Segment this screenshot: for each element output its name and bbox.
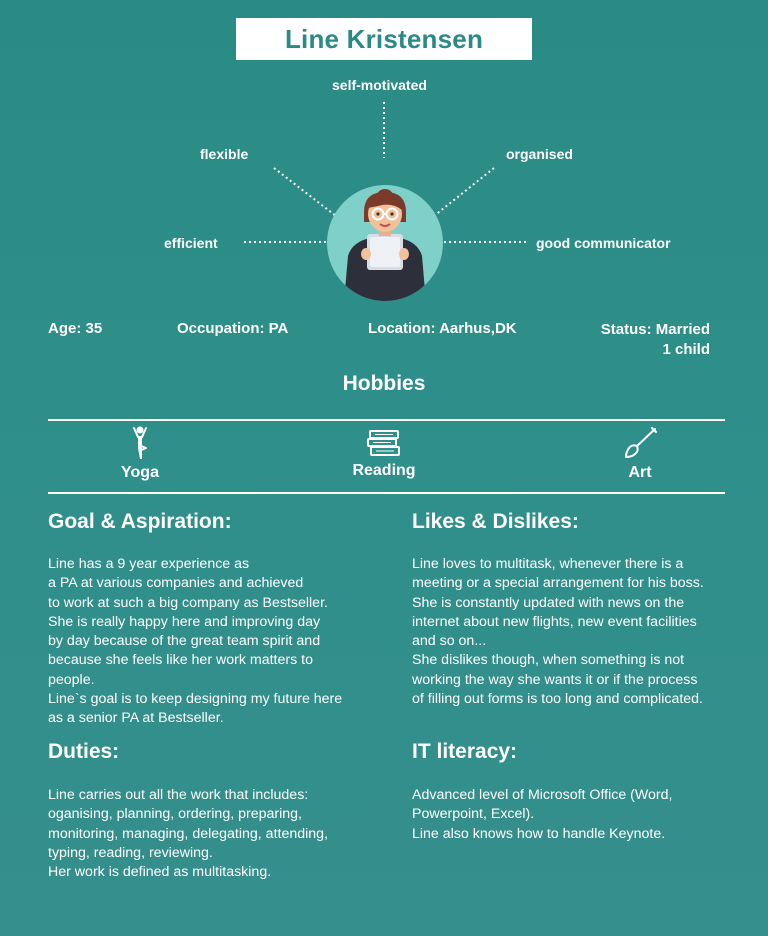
books-icon xyxy=(367,430,400,456)
goal-line: because she feels like her work matters … xyxy=(48,652,313,669)
info-occupation: Occupation: PA xyxy=(177,320,289,337)
trait-connectors xyxy=(244,102,526,243)
goal-text: Line has a 9 year experience as a PA at … xyxy=(48,555,342,729)
info-status-line2: 1 child xyxy=(662,341,710,358)
likes-text: Line loves to multitask, whenever there … xyxy=(412,555,704,709)
hobby-art: Art xyxy=(560,426,720,482)
goal-heading: Goal & Aspiration: xyxy=(48,510,232,533)
duties-line: Her work is defined as multitasking. xyxy=(48,864,272,881)
info-age: Age: 35 xyxy=(48,320,103,337)
hobby-label-reading: Reading xyxy=(352,462,416,479)
trait-upper-right: organised xyxy=(506,146,573,162)
likes-line: of filling out forms is too long and com… xyxy=(412,691,703,708)
duties-line: typing, reading, reviewing. xyxy=(48,844,213,861)
connector-upper-left xyxy=(273,167,337,217)
likes-line: She is constantly updated with news on t… xyxy=(412,594,685,611)
duties-line: oganising, planning, ordering, preparing… xyxy=(48,806,302,823)
likes-line: and so on... xyxy=(412,633,487,650)
hobbies-title: Hobbies xyxy=(342,372,426,395)
avatar xyxy=(326,184,444,302)
yoga-icon xyxy=(133,426,147,459)
hobby-label-art: Art xyxy=(628,464,652,481)
goal-line: by day because of the great team spirit … xyxy=(48,633,321,650)
trait-upper-left: flexible xyxy=(200,146,249,162)
hobby-label-yoga: Yoga xyxy=(121,464,159,481)
divider-bottom xyxy=(48,492,725,494)
it-line: Advanced level of Microsoft Office (Word… xyxy=(412,787,673,803)
goal-line: She is really happy here and improving d… xyxy=(48,613,321,630)
likes-heading: Likes & Dislikes: xyxy=(412,510,579,533)
likes-line: She dislikes though, when something is n… xyxy=(412,652,685,669)
goal-line: a PA at various companies and achieved xyxy=(48,575,304,592)
goal-line: as a senior PA at Bestseller. xyxy=(48,710,224,727)
persona-name: Line Kristensen xyxy=(284,23,484,54)
trait-left: efficient xyxy=(164,235,218,251)
divider-top xyxy=(48,419,725,421)
info-location: Location: Aarhus,DK xyxy=(368,320,517,337)
hobby-reading: Reading xyxy=(304,428,464,480)
it-line: Powerpoint, Excel). xyxy=(412,806,535,823)
paintbrush-icon xyxy=(625,427,657,458)
goal-line: to work at such a big company as Bestsel… xyxy=(48,594,328,611)
trait-top: self-motivated xyxy=(332,77,427,93)
likes-line: working the way she wants it or if the p… xyxy=(412,671,698,688)
goal-line: Line has a 9 year experience as xyxy=(48,556,250,572)
it-text: Advanced level of Microsoft Office (Word… xyxy=(412,786,672,844)
info-status-line1: Status: Married xyxy=(600,321,710,338)
goal-line: people. xyxy=(48,671,95,688)
trait-right: good communicator xyxy=(536,235,671,251)
likes-line: Line loves to multitask, whenever there … xyxy=(412,556,684,572)
it-heading: IT literacy: xyxy=(412,740,518,763)
info-status: Status: Married 1 child xyxy=(560,320,710,360)
goal-line: Line`s goal is to keep designing my futu… xyxy=(48,691,343,708)
duties-line: monitoring, managing, delegating, attend… xyxy=(48,825,329,842)
name-banner: Line Kristensen xyxy=(236,18,532,60)
duties-heading: Duties: xyxy=(48,740,120,763)
likes-line: meeting or a special arrangement for his… xyxy=(412,575,704,592)
likes-line: internet about new flights, new event fa… xyxy=(412,613,697,630)
duties-text: Line carries out all the work that inclu… xyxy=(48,786,328,882)
hobby-yoga: Yoga xyxy=(60,426,220,482)
it-line: Line also knows how to handle Keynote. xyxy=(412,825,666,842)
duties-line: Line carries out all the work that inclu… xyxy=(48,787,309,803)
